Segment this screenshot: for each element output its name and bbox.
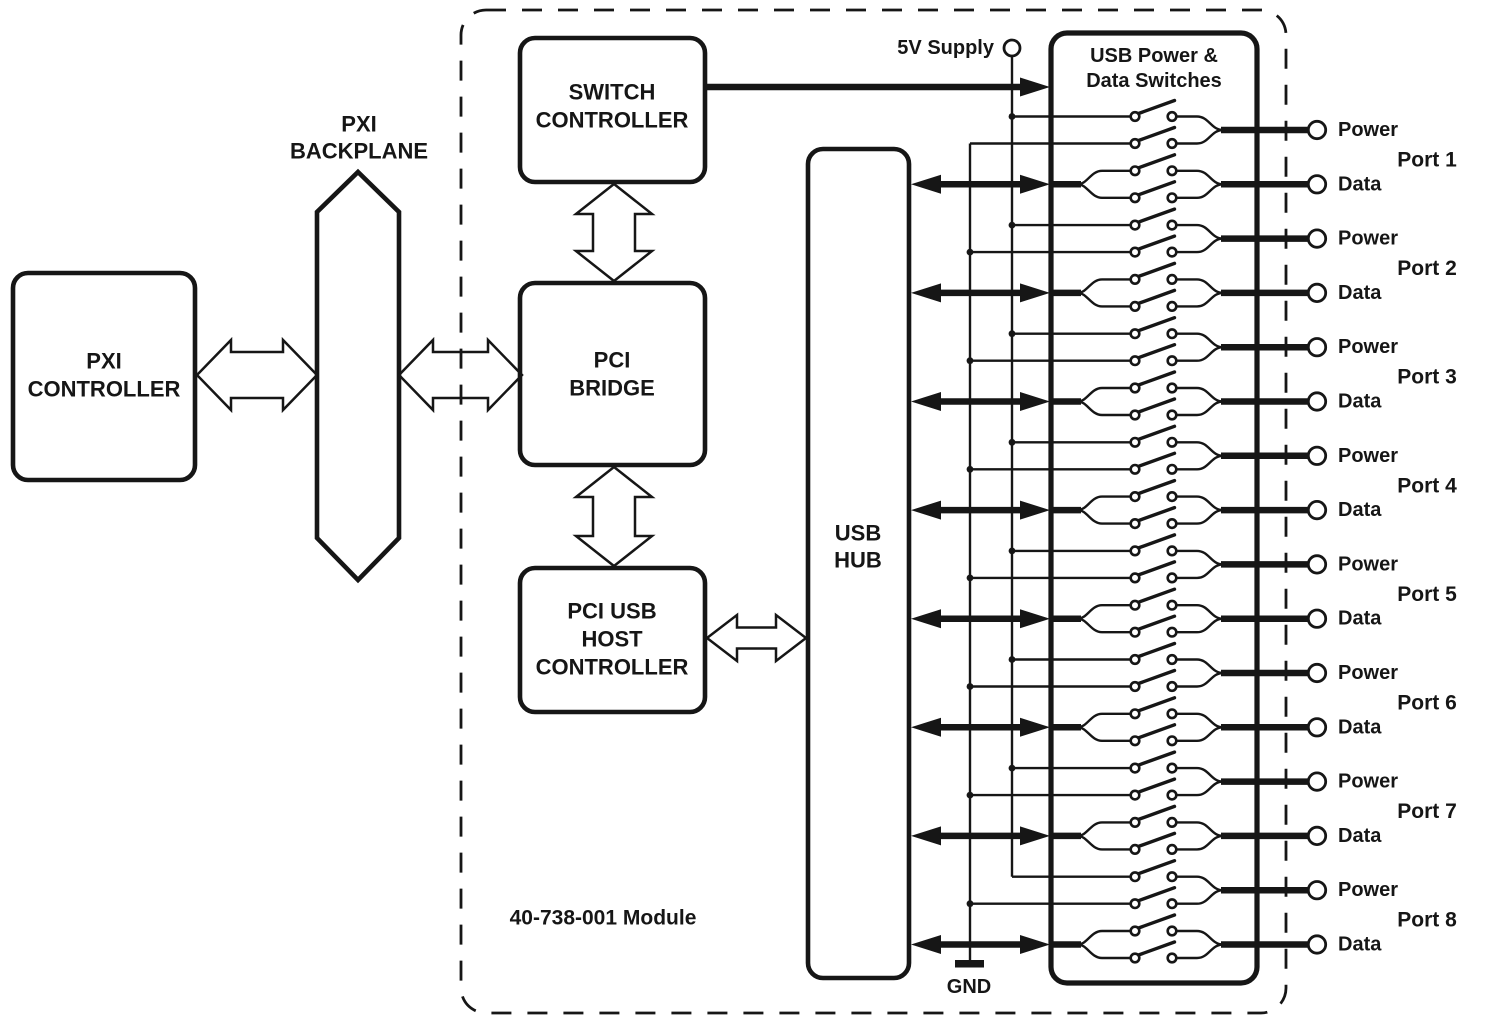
- pxi-backplane-label-line2: BACKPLANE: [290, 139, 428, 164]
- pxi-controller-label-line2: CONTROLLER: [28, 377, 181, 402]
- module-boundary: [459, 8, 1288, 1015]
- switch-controller-pci-bridge-arrow: [572, 182, 656, 283]
- pci-bridge-label-line1: PCI: [594, 348, 631, 373]
- pxi-backplane-block: PXI BACKPLANE: [290, 112, 428, 584]
- port-group-1: Power Data Port 1: [911, 101, 1457, 203]
- port7-label: Port 7: [1397, 800, 1457, 823]
- module-label: 40-738-001 Module: [510, 907, 697, 930]
- pxi-controller-backplane-arrow: [195, 336, 319, 414]
- port-group-6: Power Data Port 6: [911, 644, 1457, 746]
- port3-data-label: Data: [1338, 391, 1382, 413]
- pxi-backplane-shape: [314, 168, 402, 584]
- port7-power-label: Power: [1338, 771, 1398, 793]
- pci-bridge-host-controller-arrow: [572, 465, 656, 568]
- port-group-5: Power Data Port 5: [911, 535, 1457, 637]
- pci-bridge-label-line2: BRIDGE: [569, 376, 655, 401]
- port6-data-label: Data: [1338, 716, 1382, 738]
- port5-data-label: Data: [1338, 608, 1382, 630]
- pxi-controller-block: PXI CONTROLLER: [10, 270, 198, 483]
- port-group-3: Power Data Port 3: [911, 318, 1457, 420]
- port4-label: Port 4: [1397, 474, 1457, 497]
- pci-bridge-box: [517, 280, 708, 468]
- port5-label: Port 5: [1397, 583, 1457, 606]
- port8-data-label: Data: [1338, 934, 1382, 956]
- switches-box-title-line2: Data Switches: [1086, 70, 1222, 92]
- port3-power-label: Power: [1338, 336, 1398, 358]
- host-controller-label-line2: HOST: [581, 627, 643, 652]
- supply-terminal: [1002, 38, 1022, 58]
- port1-data-label: Data: [1338, 173, 1382, 195]
- port8-power-label: Power: [1338, 879, 1398, 901]
- port-group-7: Power Data Port 7: [911, 752, 1457, 854]
- supply-ground-rails: [968, 56, 1014, 960]
- port8-label: Port 8: [1397, 909, 1457, 932]
- port-group-8: Power Data Port 8: [911, 861, 1457, 963]
- pxi-backplane-label-line1: PXI: [341, 112, 376, 137]
- usb-hub-label-line2: HUB: [834, 548, 882, 573]
- port-group-2: Power Data Port 2: [911, 209, 1457, 311]
- port4-power-label: Power: [1338, 445, 1398, 467]
- port6-label: Port 6: [1397, 692, 1457, 715]
- usb-hub-label-line1: USB: [835, 521, 881, 546]
- switch-controller-block: SWITCH CONTROLLER: [517, 35, 708, 185]
- port1-power-label: Power: [1338, 119, 1398, 141]
- host-controller-usb-hub-arrow: [704, 612, 809, 664]
- port-group-4: Power Data Port 4: [911, 426, 1457, 528]
- backplane-pci-bridge-arrow: [397, 336, 524, 414]
- port1-label: Port 1: [1397, 149, 1457, 172]
- switch-controller-label-line1: SWITCH: [569, 80, 656, 105]
- usb-hub-box: [805, 146, 912, 981]
- host-controller-label-line1: PCI USB: [567, 599, 656, 624]
- pci-usb-host-controller-box: [517, 565, 708, 715]
- control-bus: [705, 77, 1050, 97]
- switch-controller-box: [517, 35, 708, 185]
- switches-box-title-line1: USB Power &: [1090, 45, 1218, 67]
- supply-label: 5V Supply: [897, 37, 995, 59]
- gnd-symbol: [955, 960, 984, 968]
- host-controller-label-line3: CONTROLLER: [536, 655, 689, 680]
- port3-label: Port 3: [1397, 366, 1457, 389]
- gnd-label: GND: [947, 976, 991, 998]
- switch-controller-label-line2: CONTROLLER: [536, 108, 689, 133]
- port4-data-label: Data: [1338, 499, 1382, 521]
- rail-junction-dots: [966, 113, 1016, 908]
- port6-power-label: Power: [1338, 662, 1398, 684]
- pci-bridge-block: PCI BRIDGE: [517, 280, 708, 468]
- pxi-controller-box: [10, 270, 198, 483]
- port7-data-label: Data: [1338, 825, 1382, 847]
- pci-usb-host-controller-block: PCI USB HOST CONTROLLER: [517, 565, 708, 715]
- port5-power-label: Power: [1338, 553, 1398, 575]
- usb-hub-block: USB HUB: [805, 146, 912, 981]
- pxi-controller-label-line1: PXI: [86, 349, 121, 374]
- port2-label: Port 2: [1397, 257, 1457, 280]
- port2-data-label: Data: [1338, 282, 1382, 304]
- port2-power-label: Power: [1338, 228, 1398, 250]
